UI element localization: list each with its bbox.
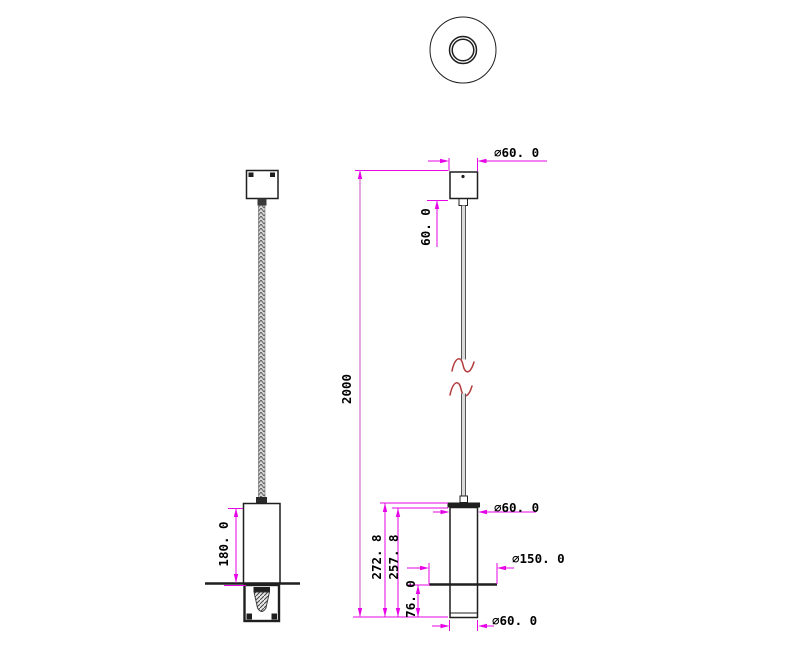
- dim-below-disc-height: [408, 584, 430, 617]
- dim-disc-diameter: [407, 563, 514, 584]
- body-total-height-label: 272. 8: [369, 534, 384, 580]
- side-body-height-label: 180. 0: [216, 521, 231, 567]
- dim-body-total-height: [380, 502, 448, 617]
- below-disc-height-label: 76. 0: [403, 580, 418, 618]
- side-view: [205, 169, 300, 623]
- body-lower-height-label: 257. 8: [386, 534, 401, 580]
- top-view-ring-inner: [451, 38, 475, 62]
- break-mark-upper: [451, 358, 475, 373]
- dim-body-lower-height: [392, 507, 448, 617]
- dim-overall-drop: [353, 170, 448, 618]
- front-cable-lower-fill: [461, 393, 466, 497]
- top-view: [429, 16, 497, 84]
- front-body-cap: [447, 502, 480, 508]
- dim-base-diameter: [432, 620, 494, 631]
- side-lampholder-cap: [253, 587, 270, 592]
- top-view-outer-circle: [429, 16, 497, 84]
- dim-canopy-height: [427, 200, 448, 247]
- side-bulb-section: [253, 591, 271, 612]
- front-cable-nut: [459, 495, 468, 503]
- overall-drop-label: 2000: [339, 373, 354, 405]
- disc-diameter-label: ⌀150. 0: [512, 551, 565, 566]
- side-section-housing: [243, 583, 281, 623]
- front-cable-gland: [458, 198, 468, 206]
- dim-canopy-diameter: [428, 158, 547, 171]
- canopy-diameter-label: ⌀60. 0: [494, 145, 540, 160]
- front-view: [429, 171, 497, 619]
- dim-side-body-height: [224, 508, 246, 586]
- front-body-cylinder: [449, 506, 479, 619]
- body-diameter-label: ⌀60. 0: [494, 500, 540, 515]
- side-canopy-screw-right: [270, 172, 275, 177]
- front-cable-upper-fill: [461, 205, 466, 360]
- base-diameter-label: ⌀60. 0: [492, 613, 538, 628]
- dim-body-diameter: [433, 509, 536, 515]
- side-cable-nut: [256, 497, 267, 504]
- side-braided-cable: [258, 205, 266, 498]
- side-housing-foot-left: [246, 613, 252, 620]
- side-cable-gland: [257, 198, 267, 206]
- break-mark-lower: [449, 382, 473, 397]
- side-body-cylinder: [242, 502, 281, 585]
- top-view-ring-outer: [448, 35, 478, 65]
- side-canopy-screw-left: [248, 172, 254, 177]
- canopy-height-label: 60. 0: [418, 208, 433, 246]
- side-housing-foot-right: [271, 613, 277, 620]
- front-canopy-screw: [461, 174, 465, 179]
